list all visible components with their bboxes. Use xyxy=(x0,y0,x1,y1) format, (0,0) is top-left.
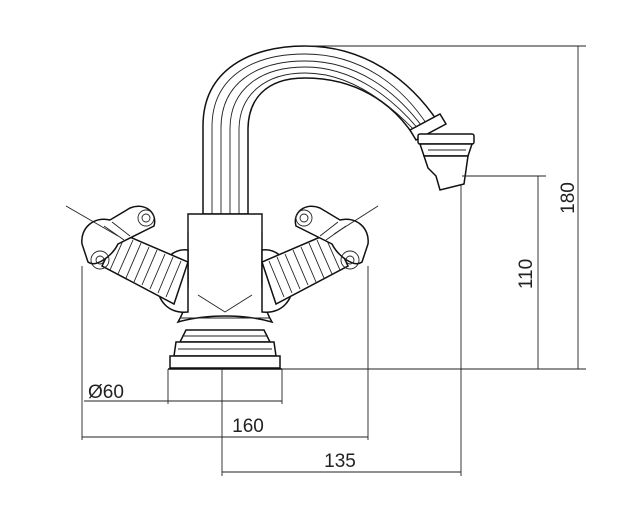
dimension-height-spout-label: 110 xyxy=(516,259,537,289)
dimension-base-diameter-label: Ø60 xyxy=(88,382,124,403)
dimension-spout-reach-label: 135 xyxy=(324,451,356,472)
left-handle xyxy=(65,205,189,313)
dimension-lines xyxy=(81,45,586,476)
right-handle xyxy=(261,205,379,313)
valve-body xyxy=(176,213,274,324)
dimension-height-total-label: 180 xyxy=(558,182,579,214)
spout-head xyxy=(408,113,475,191)
dimension-handle-span-label: 160 xyxy=(232,416,264,437)
base xyxy=(168,329,282,370)
spout xyxy=(202,45,440,215)
